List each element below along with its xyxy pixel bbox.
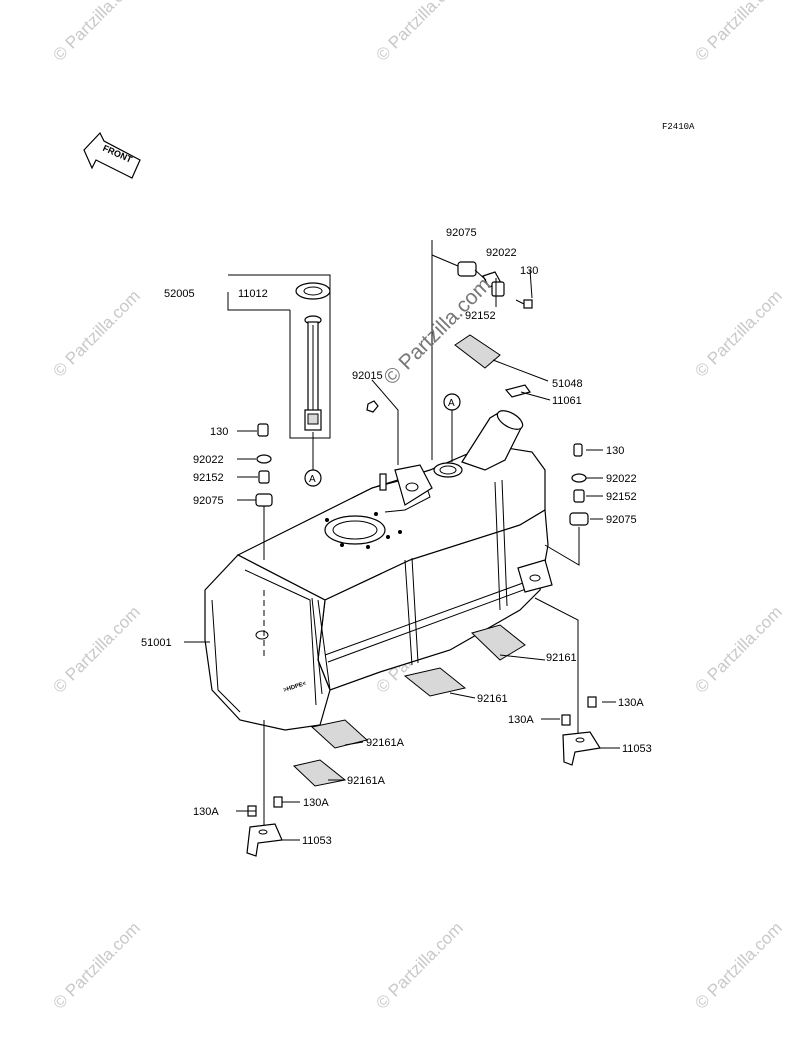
callout-92015: 92015 [352, 370, 383, 382]
callout-130: 130 [606, 445, 624, 457]
callout-92022: 92022 [193, 454, 224, 466]
watermark: © Partzilla.com [372, 0, 466, 65]
callout-52005: 52005 [164, 288, 195, 300]
figure-code: F2410A [662, 122, 695, 132]
ref-marker-a-upper: A [443, 393, 461, 462]
callout-92152: 92152 [193, 472, 224, 484]
leader-lines [184, 430, 616, 812]
callout-130a: 130A [508, 714, 534, 726]
ref-marker-a-lower: A [304, 432, 322, 487]
callout-92022: 92022 [486, 247, 517, 259]
callout-11053: 11053 [302, 835, 332, 847]
bracket-right [561, 696, 620, 766]
rubber-pads [292, 597, 579, 787]
callout-92161: 92161 [477, 693, 508, 705]
svg-text:A: A [448, 398, 455, 409]
callout-130a: 130A [303, 797, 329, 809]
svg-text:A: A [309, 474, 316, 485]
callout-92152: 92152 [465, 310, 496, 322]
callout-11061: 11061 [552, 395, 582, 407]
callout-51048: 51048 [552, 378, 583, 390]
callout-11053: 11053 [622, 743, 652, 755]
left-mount-stack [255, 423, 273, 830]
watermark: © Partzilla.com [49, 286, 143, 380]
watermark: © Partzilla.com [372, 918, 466, 1012]
watermark: © Partzilla.com [691, 602, 785, 696]
callout-51001: 51001 [141, 637, 172, 649]
bolt-92015 [366, 379, 399, 465]
watermark: © Partzilla.com [49, 602, 143, 696]
callout-130: 130 [520, 265, 538, 277]
front-arrow-icon: FRONT [83, 131, 141, 179]
callout-130: 130 [210, 426, 228, 438]
callout-92022: 92022 [606, 473, 637, 485]
bracket-left [246, 796, 300, 857]
right-mount-stack [544, 443, 589, 566]
callout-92075: 92075 [606, 514, 637, 526]
callout-92075: 92075 [446, 227, 477, 239]
callout-92161a: 92161A [366, 737, 405, 749]
callout-11012: 11012 [238, 288, 268, 300]
callout-92152: 92152 [606, 491, 637, 503]
watermark-center: © Partzilla.com [379, 273, 495, 389]
callout-92161: 92161 [546, 652, 577, 664]
watermark: © Partzilla.com [691, 918, 785, 1012]
fuel-gauge-assembly [227, 274, 331, 439]
watermark: © Partzilla.com [49, 918, 143, 1012]
callout-130a: 130A [193, 806, 219, 818]
callout-92075: 92075 [193, 495, 224, 507]
watermark: © Partzilla.com [691, 0, 785, 65]
callout-92161a: 92161A [347, 775, 386, 787]
top-mount-stack [431, 240, 533, 460]
callout-130a: 130A [618, 697, 644, 709]
watermark: © Partzilla.com [691, 286, 785, 380]
watermark: © Partzilla.com [49, 0, 143, 65]
filler-cap-parts [454, 334, 551, 401]
fuel-tank: >HDPE< [204, 410, 553, 731]
